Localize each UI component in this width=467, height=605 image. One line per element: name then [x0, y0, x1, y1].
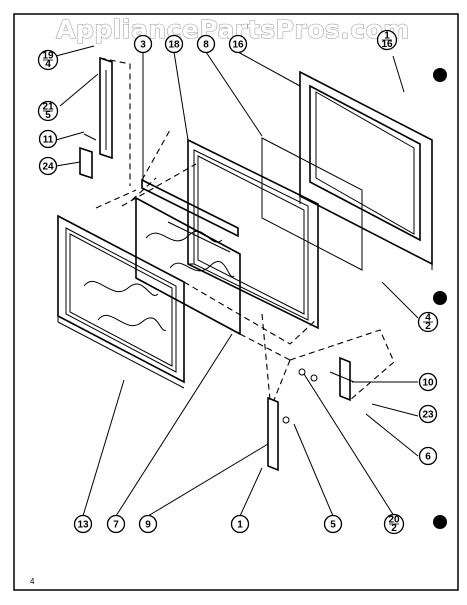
leader-lines [55, 45, 419, 517]
callout-circle [418, 372, 438, 392]
callout-circle [138, 514, 158, 534]
rear-door-panel [299, 70, 433, 270]
callout-4-2: 42 [417, 311, 439, 333]
callout-denominator: 5 [45, 110, 51, 121]
callout-circle [73, 514, 93, 534]
callout-denominator: 2 [425, 321, 431, 332]
side-rail [99, 56, 113, 160]
door-glass-panel [261, 137, 363, 271]
callout-number: 23 [422, 410, 434, 421]
callout-circle [323, 514, 343, 534]
binder-hole-bottom [433, 515, 447, 529]
callout-7: 7 [106, 514, 126, 534]
callout-denominator: 4 [45, 59, 51, 70]
callout-13: 13 [73, 514, 93, 534]
callout-6: 6 [418, 446, 438, 466]
lower-bracket [267, 396, 279, 472]
callout-circle [38, 129, 58, 149]
hinge-bar [141, 178, 239, 253]
front-door-frame [57, 214, 185, 389]
callout-1: 1 [230, 514, 250, 534]
callout-number: 24 [42, 162, 54, 173]
callout-denominator: 16 [381, 39, 393, 50]
callout-circle [230, 514, 250, 534]
callout-10: 10 [418, 372, 438, 392]
callout-21-5: 215 [37, 100, 59, 122]
callout-numerator: 21 [42, 102, 54, 113]
callout-number: 8 [203, 40, 209, 51]
callout-circle [196, 34, 216, 54]
callout-number: 5 [330, 520, 336, 531]
callout-8: 8 [196, 34, 216, 54]
callout-number: 1 [237, 520, 243, 531]
watermark: AppliancePartsPros.com [56, 15, 410, 44]
callout-number: 16 [232, 40, 244, 51]
callout-number: 18 [168, 40, 180, 51]
callout-3: 3 [133, 34, 153, 54]
callout-11: 11 [38, 129, 58, 149]
switch-bracket [329, 356, 355, 402]
callout-number: 9 [145, 520, 151, 531]
callout-number: 13 [77, 520, 89, 531]
callout-1-16: 116 [376, 29, 398, 51]
callout-19-4: 194 [37, 49, 59, 71]
callout-number: 10 [422, 378, 434, 389]
callout-16: 16 [228, 34, 248, 54]
callout-circle [228, 34, 248, 54]
callout-20-2: 202 [383, 513, 405, 535]
callout-circle [133, 34, 153, 54]
callout-24: 24 [38, 156, 58, 176]
choke-frame [187, 138, 319, 330]
callout-circle [164, 34, 184, 54]
callout-number: 11 [43, 135, 54, 146]
callout-circle [38, 156, 58, 176]
callout-circle [418, 404, 438, 424]
callout-numerator: 19 [42, 51, 54, 62]
callout-number: 3 [140, 40, 146, 51]
callout-numerator: 20 [388, 515, 400, 526]
callout-numerator: 1 [384, 31, 390, 42]
callout-circle [106, 514, 126, 534]
callout-18: 18 [164, 34, 184, 54]
page-marker: 4 [30, 577, 35, 586]
bracket-screws [282, 368, 318, 424]
binder-hole-top [433, 68, 447, 82]
callout-circle [418, 446, 438, 466]
callout-numerator: 4 [425, 313, 431, 324]
callout-number: 7 [113, 520, 119, 531]
latch-spring [83, 133, 97, 141]
callout-5: 5 [323, 514, 343, 534]
binder-hole-middle [433, 291, 447, 305]
door-latch [79, 146, 93, 180]
page-border [13, 13, 459, 591]
alignment-lines [95, 57, 395, 401]
callout-23: 23 [418, 404, 438, 424]
callout-9: 9 [138, 514, 158, 534]
callout-number: 6 [425, 452, 431, 463]
callout-denominator: 2 [391, 523, 397, 534]
